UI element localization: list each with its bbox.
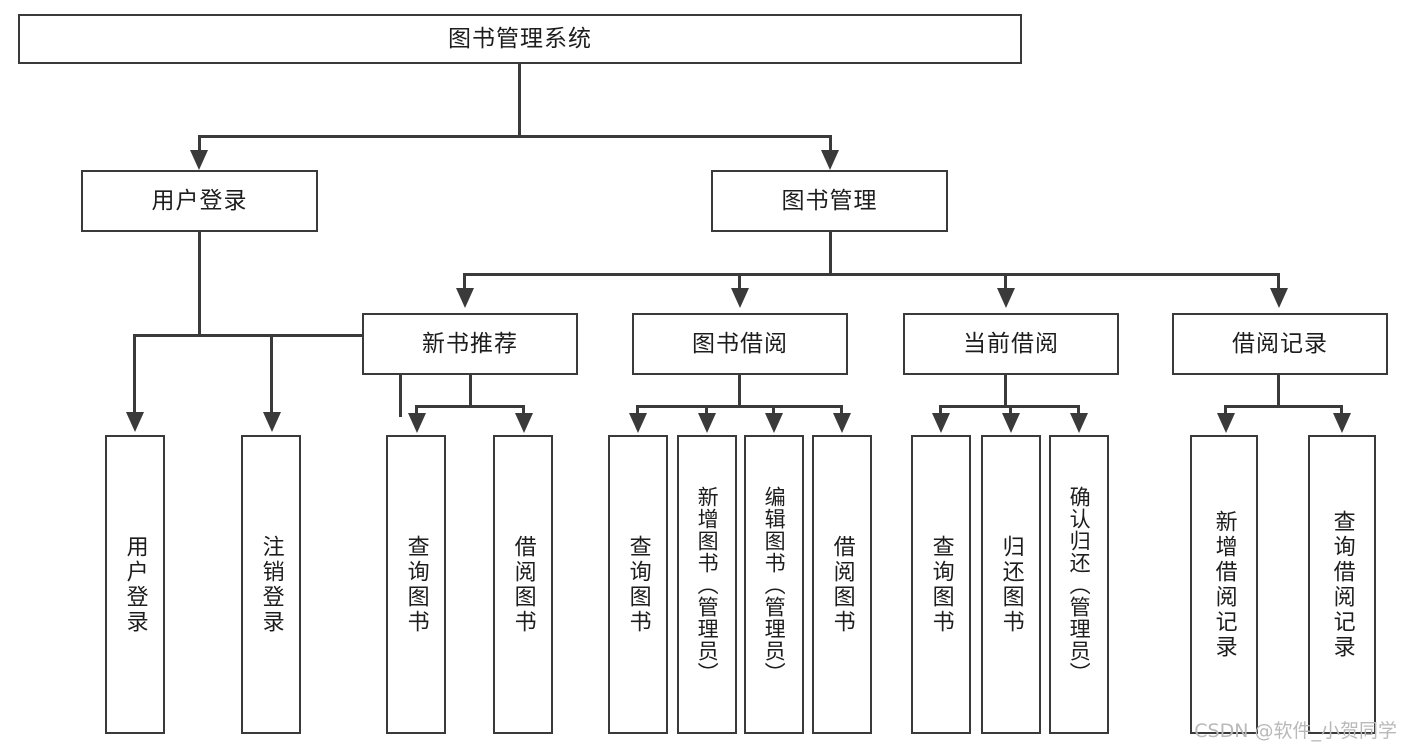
connector-bm-drop-3 [1004,273,1007,293]
connector-user-login-drop-2 [399,334,402,417]
connector-user-login-drop-2b [270,334,273,417]
connector-cb-drop-1 [939,405,942,418]
connector-user-login-drop-1 [133,334,136,417]
node-label: 图书借阅 [692,330,788,357]
node-label: 用户登录 [122,534,148,635]
arrowhead-leaf-add-book [698,413,716,433]
connector-bb-drop-3 [772,405,775,418]
arrowhead-leaf-query-book-1 [408,413,426,433]
node-leaf-user-login[interactable]: 用户登录 [105,435,165,734]
connector-bm-drop-1 [463,273,466,293]
node-label: 查询图书 [403,534,429,635]
connector-root-to-book-manage [829,135,832,153]
connector-bb-bar [636,405,843,408]
node-leaf-confirm-return[interactable]: 确认归还（管理员） [1049,435,1109,734]
node-label: 新增借阅记录 [1211,509,1237,660]
node-label: 查询图书 [928,534,954,635]
node-leaf-add-book[interactable]: 新增图书（管理员） [677,435,737,734]
connector-nbr-drop-1 [415,405,418,418]
node-label: 用户登录 [151,187,248,214]
node-leaf-query-record[interactable]: 查询借阅记录 [1308,435,1376,734]
arrowhead-leaf-user-login [126,412,144,432]
connector-nbr-stem [469,375,472,407]
arrowhead-leaf-add-record [1217,413,1235,433]
node-label: 新书推荐 [422,330,518,357]
connector-root-stem [518,64,521,137]
arrowhead-leaf-logout [263,412,281,432]
node-label: 当前借阅 [963,330,1059,357]
arrowhead-leaf-query-record [1333,413,1351,433]
arrowhead-leaf-borrow-book-2 [833,413,851,433]
node-label: 新增图书（管理员） [695,485,720,684]
arrowhead-borrow-record [1270,288,1288,308]
node-label: 借阅图书 [829,534,855,635]
connector-root-bar [198,135,832,138]
connector-br-drop-2 [1340,405,1343,418]
connector-cb-drop-3 [1077,405,1080,418]
arrowhead-new-book-rec [456,288,474,308]
node-leaf-query-book-2[interactable]: 查询图书 [608,435,668,734]
node-label: 图书管理系统 [448,25,592,52]
node-user-login[interactable]: 用户登录 [81,170,318,232]
connector-root-to-user-login [198,135,201,153]
node-borrow-record[interactable]: 借阅记录 [1172,313,1388,375]
node-label: 查询借阅记录 [1329,509,1355,660]
connector-nbr-drop-2 [522,405,525,418]
arrowhead-leaf-return-book [1002,413,1020,433]
arrowhead-current-borrow [997,288,1015,308]
connector-user-login-bar [133,334,402,337]
arrowhead-leaf-query-book-3 [932,413,950,433]
node-label: 注销登录 [258,534,284,635]
connector-bb-drop-1 [636,405,639,418]
connector-user-login-stem [198,232,201,337]
connector-br-stem [1277,375,1280,407]
node-label: 确认归还（管理员） [1067,485,1092,684]
connector-book-manage-bar [463,273,1280,276]
node-leaf-borrow-book-1[interactable]: 借阅图书 [493,435,553,734]
node-label: 借阅记录 [1232,330,1328,357]
connector-cb-stem [1004,375,1007,407]
node-root-system[interactable]: 图书管理系统 [18,14,1022,64]
connector-nbr-bar [415,405,525,408]
connector-br-bar [1224,405,1343,408]
node-label: 查询图书 [625,534,651,635]
node-leaf-borrow-book-2[interactable]: 借阅图书 [812,435,872,734]
node-label: 归还图书 [998,534,1024,635]
node-leaf-logout[interactable]: 注销登录 [241,435,301,734]
arrowhead-leaf-borrow-book-1 [515,413,533,433]
connector-bb-drop-4 [840,405,843,418]
node-label: 图书管理 [781,187,878,214]
connector-cb-drop-2 [1009,405,1012,418]
arrowhead-leaf-query-book-2 [629,413,647,433]
connector-bm-drop-2 [738,273,741,293]
node-leaf-add-record[interactable]: 新增借阅记录 [1190,435,1258,734]
connector-bb-drop-2 [705,405,708,418]
node-leaf-edit-book[interactable]: 编辑图书（管理员） [744,435,804,734]
arrowhead-user-login [190,150,208,170]
connector-bm-drop-4 [1277,273,1280,293]
arrowhead-leaf-confirm-return [1070,413,1088,433]
node-leaf-query-book-1[interactable]: 查询图书 [386,435,446,734]
node-book-borrow[interactable]: 图书借阅 [632,313,848,375]
node-current-borrow[interactable]: 当前借阅 [903,313,1119,375]
arrowhead-book-borrow [731,288,749,308]
connector-br-drop-1 [1224,405,1227,418]
arrowhead-book-manage [821,150,839,170]
node-book-manage[interactable]: 图书管理 [711,170,948,232]
arrowhead-leaf-edit-book [765,413,783,433]
node-leaf-query-book-3[interactable]: 查询图书 [911,435,971,734]
connector-book-manage-stem [829,232,832,275]
node-leaf-return-book[interactable]: 归还图书 [981,435,1041,734]
node-label: 借阅图书 [510,534,536,635]
node-label: 编辑图书（管理员） [762,485,787,684]
node-new-book-rec[interactable]: 新书推荐 [362,313,578,375]
connector-bb-stem [738,375,741,407]
